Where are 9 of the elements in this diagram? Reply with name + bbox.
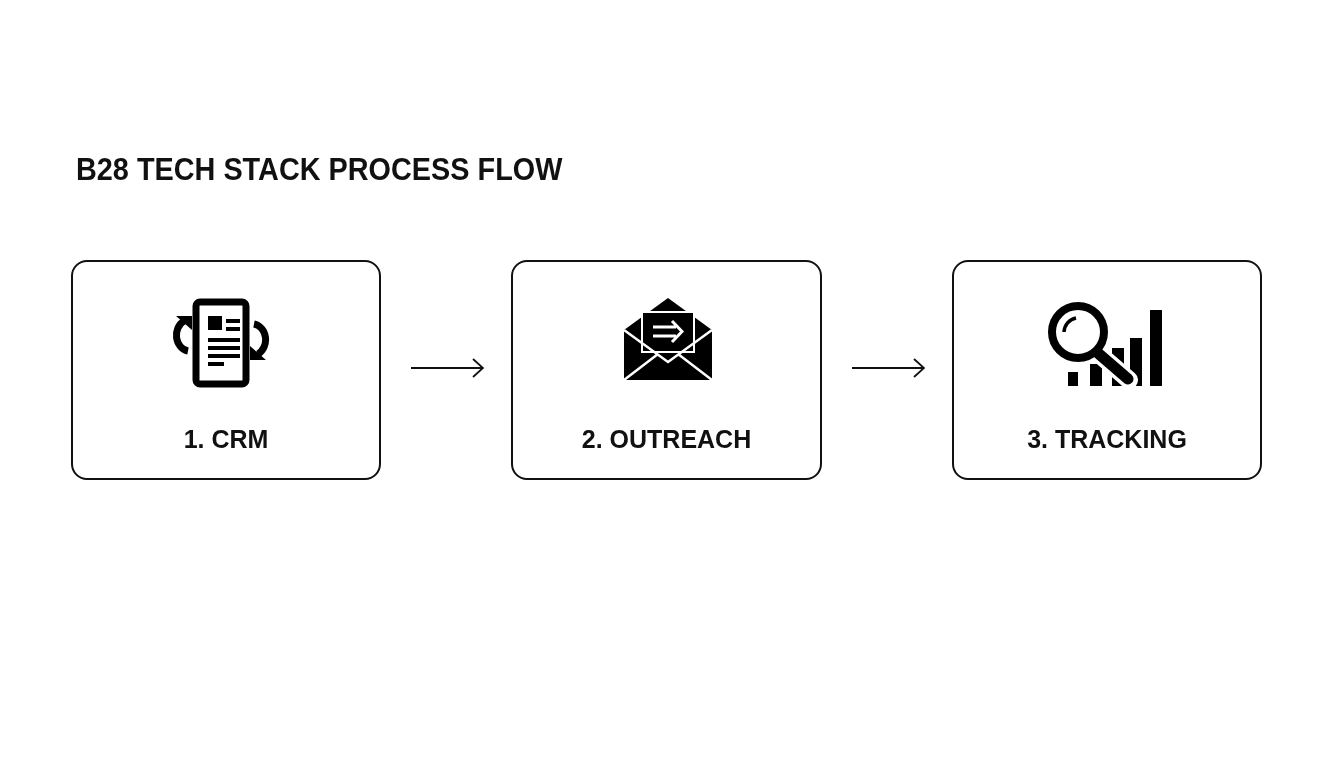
process-box	[952, 260, 1262, 480]
process-box	[511, 260, 822, 480]
step-label: 3. TRACKING	[1027, 425, 1187, 453]
step-label: 1. CRM	[183, 425, 269, 453]
arrow	[410, 358, 484, 378]
step-label: 2. OUTREACH	[581, 425, 752, 453]
diagram-title: B28 TECH STACK PROCESS FLOW	[76, 152, 563, 188]
process-box	[71, 260, 381, 480]
arrow	[851, 358, 925, 378]
